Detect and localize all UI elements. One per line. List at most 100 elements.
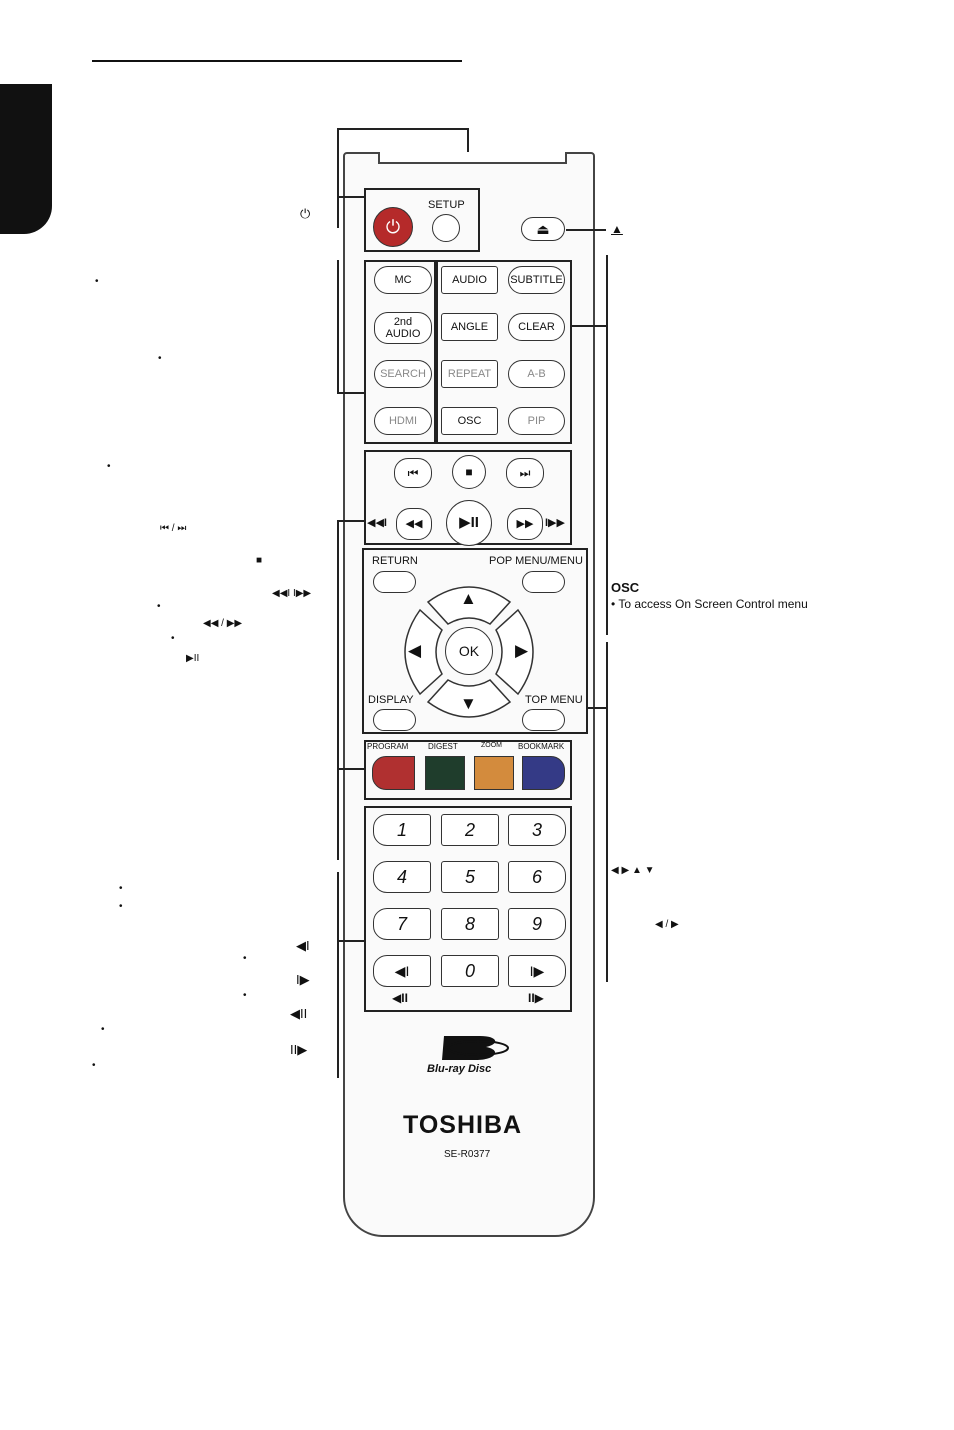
eject-icon: ⏏ (536, 221, 550, 237)
bookmark-label: BOOKMARK (518, 742, 565, 751)
slow-step-fwd-icon: II▶ (528, 991, 544, 1005)
navigation-group (362, 548, 588, 734)
callout-line (566, 229, 606, 231)
slow-back-callout-icon: ◀II (290, 1006, 308, 1021)
repeat-button[interactable]: REPEAT (441, 360, 498, 388)
fwd-icon: ▶▶ (516, 518, 534, 530)
bullet: • (95, 276, 99, 287)
angle-button[interactable]: ANGLE (441, 313, 498, 341)
step-back-callout-icon: ◀I (296, 938, 310, 953)
num-1-button[interactable]: 1 (373, 814, 431, 846)
num-8-button[interactable]: 8 (441, 908, 499, 940)
left-function-group (364, 260, 436, 444)
step-fwd-button[interactable]: I▶ (508, 955, 566, 987)
fwd-button[interactable]: ▶▶ (507, 508, 543, 540)
next-button[interactable]: ⏭ (506, 458, 544, 488)
arrows-callout-icon: ◀ ▶ ▲ ▼ (611, 865, 655, 876)
slow-fwd-icon: I▶▶ (545, 517, 565, 529)
num-0-button[interactable]: 0 (441, 955, 499, 987)
down-arrow-icon: ▼ (460, 694, 477, 713)
step-back-button[interactable]: ◀I (373, 955, 431, 987)
model-label: SE-R0377 (444, 1149, 491, 1160)
stop-button[interactable]: ■ (452, 455, 486, 489)
subtitle-button[interactable]: SUBTITLE (508, 266, 565, 294)
pop-menu-button[interactable] (522, 571, 565, 593)
bullet: • (171, 633, 175, 644)
direction-pad (404, 586, 534, 718)
return-label: RETURN (372, 555, 418, 567)
callout-line (572, 325, 606, 327)
callout-line (337, 520, 339, 860)
callout-line (337, 196, 364, 198)
pip-button[interactable]: PIP (508, 407, 565, 435)
power-button[interactable]: ⏻ (373, 207, 413, 247)
bluray-text: Blu-ray Disc (427, 1063, 492, 1075)
prev-button[interactable]: ⏮ (394, 458, 432, 488)
bullet: • (243, 990, 247, 1001)
dpad-left[interactable] (404, 608, 443, 696)
mc-button[interactable]: MC (374, 266, 432, 294)
return-button[interactable] (373, 571, 416, 593)
bluray-logo (442, 1036, 509, 1060)
callout-line (606, 255, 608, 635)
a-b-button[interactable]: A-B (508, 360, 565, 388)
setup-button[interactable] (432, 214, 460, 242)
stop-callout-icon: ■ (256, 555, 263, 566)
callout-line (337, 768, 364, 770)
bullet: • (101, 1024, 105, 1035)
lr-callout-icon: ◀ / ▶ (655, 919, 679, 930)
slow-rev-icon: ◀◀I (367, 517, 387, 529)
num-3-button[interactable]: 3 (508, 814, 566, 846)
right-function-group (436, 260, 572, 444)
brand-logo: TOSHIBA (403, 1111, 523, 1139)
eject-callout-icon: ▲ (611, 222, 623, 236)
bullet: • (243, 953, 247, 964)
osc-callout-title: OSC (611, 580, 640, 595)
num-5-button[interactable]: 5 (441, 861, 499, 893)
top-menu-label: TOP MENU (525, 694, 583, 706)
program-button[interactable] (372, 756, 415, 790)
clear-button[interactable]: CLEAR (508, 313, 565, 341)
top-menu-button[interactable] (522, 709, 565, 731)
eject-button[interactable]: ⏏ (521, 217, 565, 241)
bullet: • (158, 353, 162, 364)
num-2-button[interactable]: 2 (441, 814, 499, 846)
digest-button[interactable] (425, 756, 465, 790)
dpad-down[interactable] (426, 679, 512, 718)
num-7-button[interactable]: 7 (373, 908, 431, 940)
bookmark-button[interactable] (522, 756, 565, 790)
ok-button[interactable]: OK (445, 627, 493, 675)
osc-callout-desc: • To access On Screen Control menu (611, 597, 808, 611)
play-callout-icon: ▶II (186, 653, 200, 664)
rew-button[interactable]: ◀◀ (396, 508, 432, 540)
search-button[interactable]: SEARCH (374, 360, 432, 388)
audio-button[interactable]: AUDIO (441, 266, 498, 294)
power-setup-group (364, 188, 480, 252)
num-6-button[interactable]: 6 (508, 861, 566, 893)
num-9-button[interactable]: 9 (508, 908, 566, 940)
slow-step-back-icon: ◀II (392, 991, 408, 1005)
callout-line (337, 260, 339, 394)
right-arrow-icon: ▶ (515, 641, 529, 660)
ir-bracket (337, 128, 469, 130)
setup-label: SETUP (428, 199, 465, 211)
next-icon: ⏭ (519, 466, 531, 480)
search-callout-icon: ◀◀ / ▶▶ (203, 618, 243, 629)
play-pause-icon: ▶II (459, 514, 479, 531)
hdmi-button[interactable]: HDMI (374, 407, 432, 435)
ir-bracket-left (337, 128, 339, 228)
slow-fwd-callout-icon: II▶ (290, 1042, 308, 1057)
num-4-button[interactable]: 4 (373, 861, 431, 893)
play-pause-button[interactable]: ▶II (446, 500, 492, 546)
2nd-audio-button[interactable]: 2nd AUDIO (374, 312, 432, 344)
zoom-button[interactable] (474, 756, 514, 790)
osc-button[interactable]: OSC (441, 407, 498, 435)
callout-line (606, 642, 608, 982)
display-button[interactable] (373, 709, 416, 731)
callout-line (337, 520, 364, 522)
dpad-up[interactable] (426, 586, 512, 625)
left-arrow-icon: ◀ (408, 641, 422, 660)
dpad-right[interactable] (495, 608, 534, 696)
title-rule (92, 60, 462, 62)
bullet: • (92, 1060, 96, 1071)
